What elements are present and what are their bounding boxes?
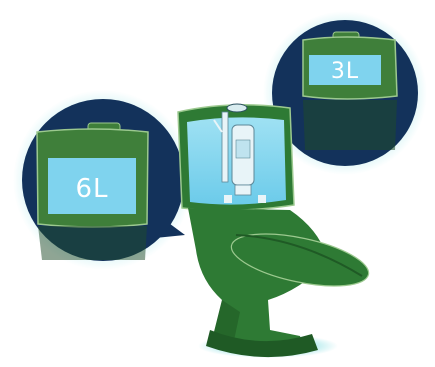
cistern-icon bbox=[303, 32, 397, 150]
capacity-label-3l: 3L bbox=[312, 57, 378, 87]
flush-button bbox=[227, 104, 247, 112]
capacity-label-6l: 6L bbox=[52, 162, 132, 214]
